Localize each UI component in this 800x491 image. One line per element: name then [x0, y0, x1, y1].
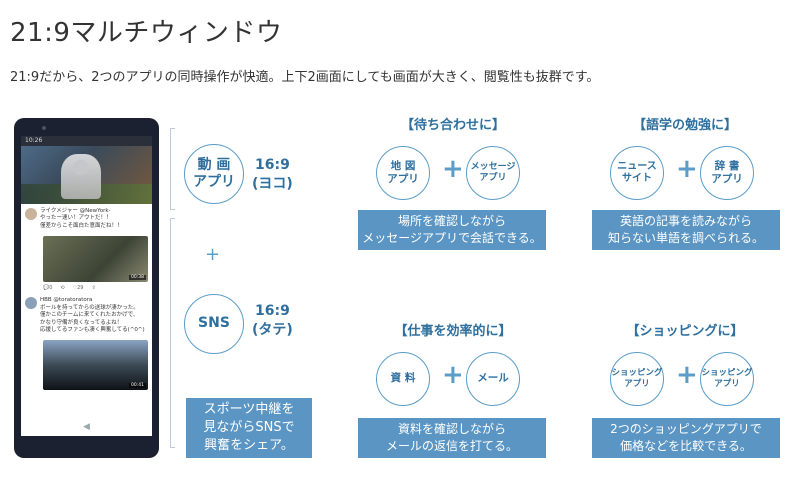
avatar — [25, 208, 37, 220]
list-item[interactable]: HBB @toratoratora ボールを持ってからの送球が凄かった。 僅かこ… — [25, 297, 148, 334]
player-image — [61, 154, 101, 199]
post-text: ボールを持ってからの送球が凄かった。 — [40, 304, 139, 311]
post-video-thumbnail[interactable]: 00:38 — [43, 236, 148, 283]
back-icon[interactable]: ◀ — [83, 422, 90, 432]
bracket-bottom — [170, 218, 175, 448]
post-actions: 💬0 ⟲ ♡29 ⇪ — [43, 285, 148, 291]
note-shopping: 2つのショッピングアプリで 価格などを比較できる。 — [592, 418, 780, 458]
caption-meeting: 【待ち合わせに】 — [400, 118, 505, 133]
post-text: 僅差からこそ面白た意面だね！！ — [40, 222, 123, 229]
post-text: 僅かこのチームに来てくれたおかげで、 — [40, 312, 139, 319]
bracket-top — [170, 128, 175, 210]
video-duration: 00:38 — [129, 275, 146, 281]
note-work: 資料を確認しながら メールの返信を打てる。 — [358, 418, 546, 458]
status-bar: 10:26 — [21, 136, 152, 146]
list-item[interactable]: ライクメジャー @NewYork- やったー速い！アウトだ！！ 僅差からこそ面白… — [25, 208, 148, 230]
plus-icon: + — [442, 360, 464, 390]
sns-feed[interactable]: ライクメジャー @NewYork- やったー速い！アウトだ！！ 僅差からこそ面白… — [21, 204, 152, 397]
caption-language: 【語学の勉強に】 — [632, 118, 737, 133]
note-meeting: 場所を確認しながら メッセージアプリで会話できる。 — [358, 210, 546, 250]
camera-icon — [42, 126, 46, 130]
video-app-circle: 動 画 アプリ — [184, 144, 244, 204]
plus-icon: + — [205, 244, 221, 265]
caption-shopping: 【ショッピングに】 — [626, 324, 744, 339]
post-text: 応援してるファンも凄く興奮してる(^0^) — [40, 326, 145, 333]
message-app-circle: メッセージ アプリ — [466, 146, 520, 200]
shopping-app-circle-2: ショッピング アプリ — [700, 352, 754, 406]
plus-icon: + — [676, 360, 698, 390]
plus-icon: + — [442, 154, 464, 184]
post-text: やったー速い！アウトだ！！ — [40, 215, 112, 222]
documents-circle: 資 料 — [376, 352, 430, 406]
comment-icon[interactable]: 💬0 — [43, 285, 53, 292]
sns-ratio: 16:9 (タテ) — [252, 303, 293, 338]
plus-icon: + — [676, 154, 698, 184]
page-title: 21:9マルチウィンドウ — [10, 18, 283, 48]
news-site-circle: ニュース サイト — [610, 146, 664, 200]
video-ratio: 16:9 (ヨコ) — [252, 157, 293, 192]
post-author: ライクメジャー @NewYork- — [40, 208, 111, 214]
retweet-icon[interactable]: ⟲ — [60, 285, 65, 292]
sns-circle: SNS — [184, 294, 244, 354]
share-icon[interactable]: ⇪ — [91, 285, 96, 292]
caption-work: 【仕事を効率的に】 — [394, 324, 512, 339]
avatar — [25, 297, 37, 310]
page-lead: 21:9だから、2つのアプリの同時操作が快適。上下2画面にしても画面が大きく、閲… — [10, 70, 600, 85]
phone-screen: 10:26 ライクメジャー @NewYork- やったー速い！アウトだ！！ 僅差… — [21, 136, 152, 436]
post-video-thumbnail[interactable]: 00:41 — [43, 340, 148, 391]
dictionary-app-circle: 辞 書 アプリ — [700, 146, 754, 200]
like-icon[interactable]: ♡29 — [72, 285, 84, 292]
video-player[interactable] — [21, 146, 152, 204]
map-app-circle: 地 図 アプリ — [376, 146, 430, 200]
nav-bar: ◀ — [21, 422, 152, 432]
shopping-app-circle-1: ショッピング アプリ — [610, 352, 664, 406]
video-duration: 00:41 — [129, 383, 146, 389]
post-author: HBB @toratoratora — [40, 297, 93, 304]
phone-mockup: 10:26 ライクメジャー @NewYork- やったー速い！アウトだ！！ 僅差… — [14, 118, 159, 458]
post-text: かなり守備が良くなってるよね！ — [40, 319, 123, 326]
note-language: 英語の記事を読みながら 知らない単語を調べられる。 — [592, 210, 780, 250]
left-note: スポーツ中継を 見ながらSNSで 興奮をシェア。 — [186, 398, 312, 458]
mail-circle: メール — [466, 352, 520, 406]
